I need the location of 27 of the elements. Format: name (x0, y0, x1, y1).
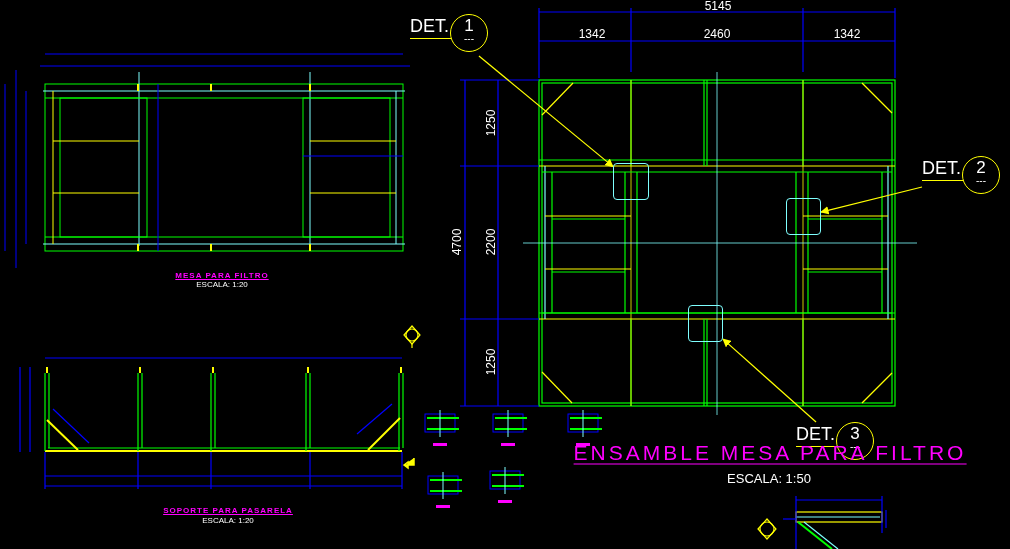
callout-label: DET. (922, 159, 963, 181)
detail-marker (613, 163, 649, 200)
view-title: MESA PARA FILTRO (175, 271, 269, 280)
dimension-value: 4700 (450, 228, 464, 256)
scale-note: ESCALA: 1:20 (196, 280, 248, 289)
scale-note: ESCALA: 1:50 (727, 471, 811, 486)
sheet-reference: --- (464, 34, 474, 44)
dimension-value: 2460 (703, 27, 731, 41)
dimension-value: 1342 (833, 27, 861, 41)
leader-line (820, 186, 923, 215)
dimension-value: 1342 (578, 27, 606, 41)
detail-marker (688, 305, 723, 342)
detail-number: 2 (976, 159, 986, 176)
callout-label: DET. (796, 425, 837, 447)
leader-line (722, 338, 817, 423)
scale-note: ESCALA: 1:20 (202, 516, 254, 525)
view-title: SOPORTE PARA PASARELA (163, 506, 293, 515)
detail-number: 3 (850, 425, 860, 442)
dimension-value: 1250 (484, 109, 498, 137)
sheet-reference: --- (976, 176, 986, 186)
dimension-value: 5145 (704, 0, 732, 13)
detail-number: 1 (464, 17, 474, 34)
detail-marker (786, 198, 821, 235)
callout-label: DET. (410, 17, 451, 39)
dimension-value: 1250 (484, 348, 498, 376)
leader-line (478, 55, 614, 168)
dimension-value: 2200 (484, 228, 498, 256)
